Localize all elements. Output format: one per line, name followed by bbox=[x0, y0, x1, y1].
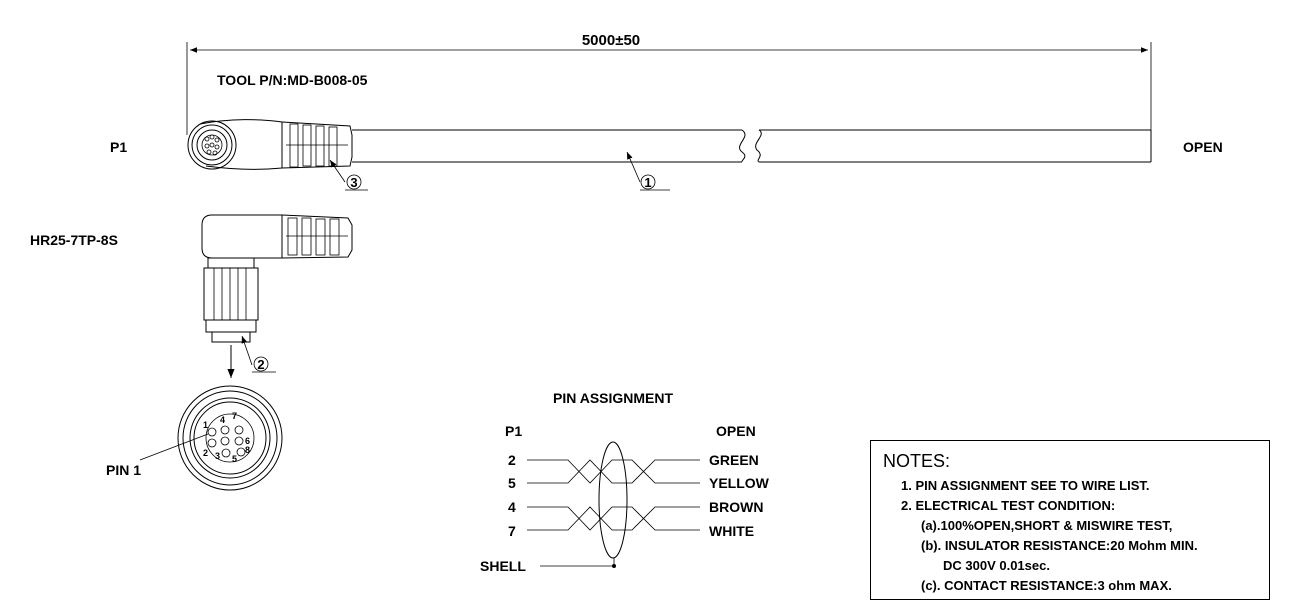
balloon-2-text: 2 bbox=[257, 357, 264, 372]
length-dimension-text: 5000±50 bbox=[582, 32, 640, 49]
wire-green: GREEN bbox=[709, 452, 759, 468]
pin1-label: PIN 1 bbox=[106, 462, 141, 478]
pin-number-4: 4 bbox=[220, 415, 225, 425]
wire-white: WHITE bbox=[709, 523, 754, 539]
note-line-5: DC 300V 0.01sec. bbox=[943, 558, 1050, 573]
twisted-pair-2 bbox=[527, 506, 700, 531]
pin-contacts-top bbox=[204, 134, 220, 156]
pin-number-5: 5 bbox=[232, 454, 237, 464]
note-line-6: (c). CONTACT RESISTANCE:3 ohm MAX. bbox=[921, 578, 1172, 593]
balloon-3-boot: 3 bbox=[329, 159, 368, 191]
open-end-label: OPEN bbox=[1183, 139, 1223, 155]
pin-number-3: 3 bbox=[215, 451, 220, 461]
connector-side-view bbox=[201, 214, 353, 343]
twisted-pair-1 bbox=[527, 459, 700, 484]
pin1-leader bbox=[139, 433, 209, 461]
connector-front-view: 1 2 3 4 5 6 7 8 bbox=[139, 385, 283, 491]
note-line-2: 2. ELECTRICAL TEST CONDITION: bbox=[901, 498, 1116, 513]
pin-contacts-front bbox=[207, 425, 246, 458]
pin-assignment-col-open: OPEN bbox=[716, 423, 756, 439]
pin-row-7: 7 bbox=[508, 523, 516, 539]
pin-number-1: 1 bbox=[203, 420, 208, 430]
pin-number-8: 8 bbox=[245, 445, 250, 455]
pin-row-5: 5 bbox=[508, 475, 516, 491]
balloon-3-text: 3 bbox=[350, 175, 357, 190]
length-dimension: 5000±50 bbox=[186, 32, 1152, 135]
strain-relief-ribs-top bbox=[286, 123, 348, 168]
pin-number-7: 7 bbox=[232, 411, 237, 421]
shield-ellipse bbox=[598, 441, 628, 559]
shell-label: SHELL bbox=[480, 558, 526, 574]
pin-number-2: 2 bbox=[203, 448, 208, 458]
note-line-1: 1. PIN ASSIGNMENT SEE TO WIRE LIST. bbox=[901, 478, 1150, 493]
cable bbox=[352, 129, 1152, 163]
p1-end-label: P1 bbox=[110, 139, 127, 155]
p1-connector-top-view bbox=[187, 119, 353, 170]
notes-title: NOTES: bbox=[883, 451, 951, 471]
wire-brown: BROWN bbox=[709, 499, 763, 515]
pin-number-6: 6 bbox=[245, 436, 250, 446]
connector-part-number: HR25-7TP-8S bbox=[30, 232, 118, 248]
pin-row-2: 2 bbox=[508, 452, 516, 468]
note-line-3: (a).100%OPEN,SHORT & MISWIRE TEST, bbox=[921, 518, 1173, 533]
shell-junction-dot bbox=[612, 564, 616, 568]
balloon-2-plug: 2 bbox=[241, 335, 276, 373]
note-line-4: (b). INSULATOR RESISTANCE:20 Mohm MIN. bbox=[921, 538, 1198, 553]
pin-assignment-diagram: PIN ASSIGNMENT P1 OPEN 2 5 4 7 GREEN YEL… bbox=[480, 390, 770, 574]
pin-assignment-col-p1: P1 bbox=[505, 423, 522, 439]
pin-assignment-title: PIN ASSIGNMENT bbox=[553, 390, 673, 406]
wire-yellow: YELLOW bbox=[709, 475, 770, 491]
balloon-1-text: 1 bbox=[644, 175, 651, 190]
pin-row-4: 4 bbox=[508, 499, 516, 515]
tool-part-number: TOOL P/N:MD-B008-05 bbox=[217, 72, 368, 88]
balloon-1-cable: 1 bbox=[626, 151, 670, 191]
notes-box: NOTES: 1. PIN ASSIGNMENT SEE TO WIRE LIS… bbox=[870, 440, 1270, 600]
